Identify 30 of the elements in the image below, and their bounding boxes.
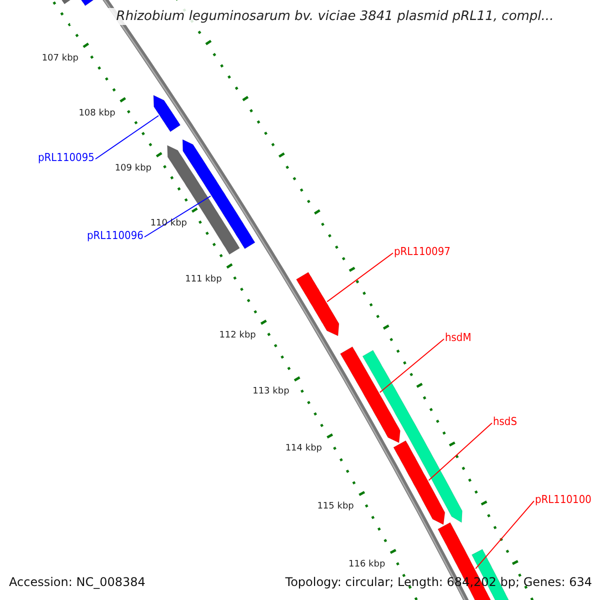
gene-feature-block [393,440,446,525]
tick-label: 114 kbp [285,444,322,454]
genome-summary-text: Topology: circular; Length: 684,202 bp; Genes: 634 [285,576,592,588]
gene-label: pRL110097 [394,246,450,257]
gene-label: hsdS [493,416,517,427]
tick-label: 113 kbp [252,388,290,397]
tick-label: 108 kbp [78,109,116,118]
gene-feature-block [296,272,340,336]
tick-label: 115 kbp [317,502,354,512]
gene-label: pRL110095 [38,152,94,163]
leader-line [94,115,160,160]
leader-line [428,422,492,481]
leader-line [475,500,534,570]
gene-feature-block [153,94,181,132]
gene-label: pRL110100 [535,494,592,505]
gene-label: pRL110096 [87,230,144,241]
leader-line [379,338,444,393]
gene-label: hsdM [445,332,472,343]
tick-label: 111 kbp [185,275,222,284]
gene-feature-block [340,346,400,444]
tick-label: 112 kbp [219,331,256,340]
tick-label: 109 kbp [114,164,152,174]
gene-feature-block [167,145,240,255]
leader-line [326,252,394,302]
leader-line [144,196,212,238]
tick-label: 107 kbp [42,54,78,64]
gene-feature-block [362,350,462,523]
accession-text: Accession: NC_008384 [9,576,146,588]
tick-label: 110 kbp [150,219,187,228]
tick-label: 116 kbp [348,560,386,570]
